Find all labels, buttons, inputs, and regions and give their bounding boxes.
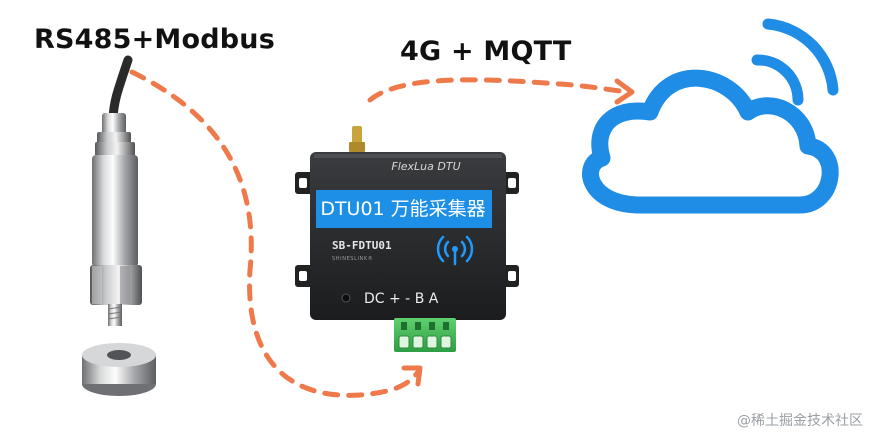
watermark: @稀土掘金技术社区 bbox=[737, 413, 863, 429]
sensor-to-dtu-path bbox=[129, 69, 421, 398]
pressure-sensor bbox=[90, 55, 142, 326]
dtu-port-labels: DC + - B A bbox=[364, 291, 439, 307]
dtu-brand-text: FlexLua DTU bbox=[391, 160, 461, 173]
cloud-protocol-label: 4G + MQTT bbox=[400, 36, 572, 67]
dtu-model-text: SB-FDTU01 bbox=[332, 239, 392, 252]
dtu-to-cloud-path bbox=[367, 77, 631, 103]
arrowhead-cloud bbox=[614, 78, 635, 105]
cloud-wifi-icon bbox=[582, 18, 839, 214]
sensor-protocol-label: RS485+Modbus bbox=[34, 24, 275, 55]
mounting-nut bbox=[82, 343, 156, 396]
dtu-sub-brand-text: SHINESLINK® bbox=[332, 256, 374, 262]
dtu-device bbox=[295, 126, 519, 352]
arrowhead-dtu bbox=[401, 365, 423, 387]
wireless-signal-icon bbox=[436, 235, 474, 266]
data-flow-arrows bbox=[129, 69, 631, 398]
dtu-title-label: DTU01 万能采集器 bbox=[320, 198, 486, 220]
